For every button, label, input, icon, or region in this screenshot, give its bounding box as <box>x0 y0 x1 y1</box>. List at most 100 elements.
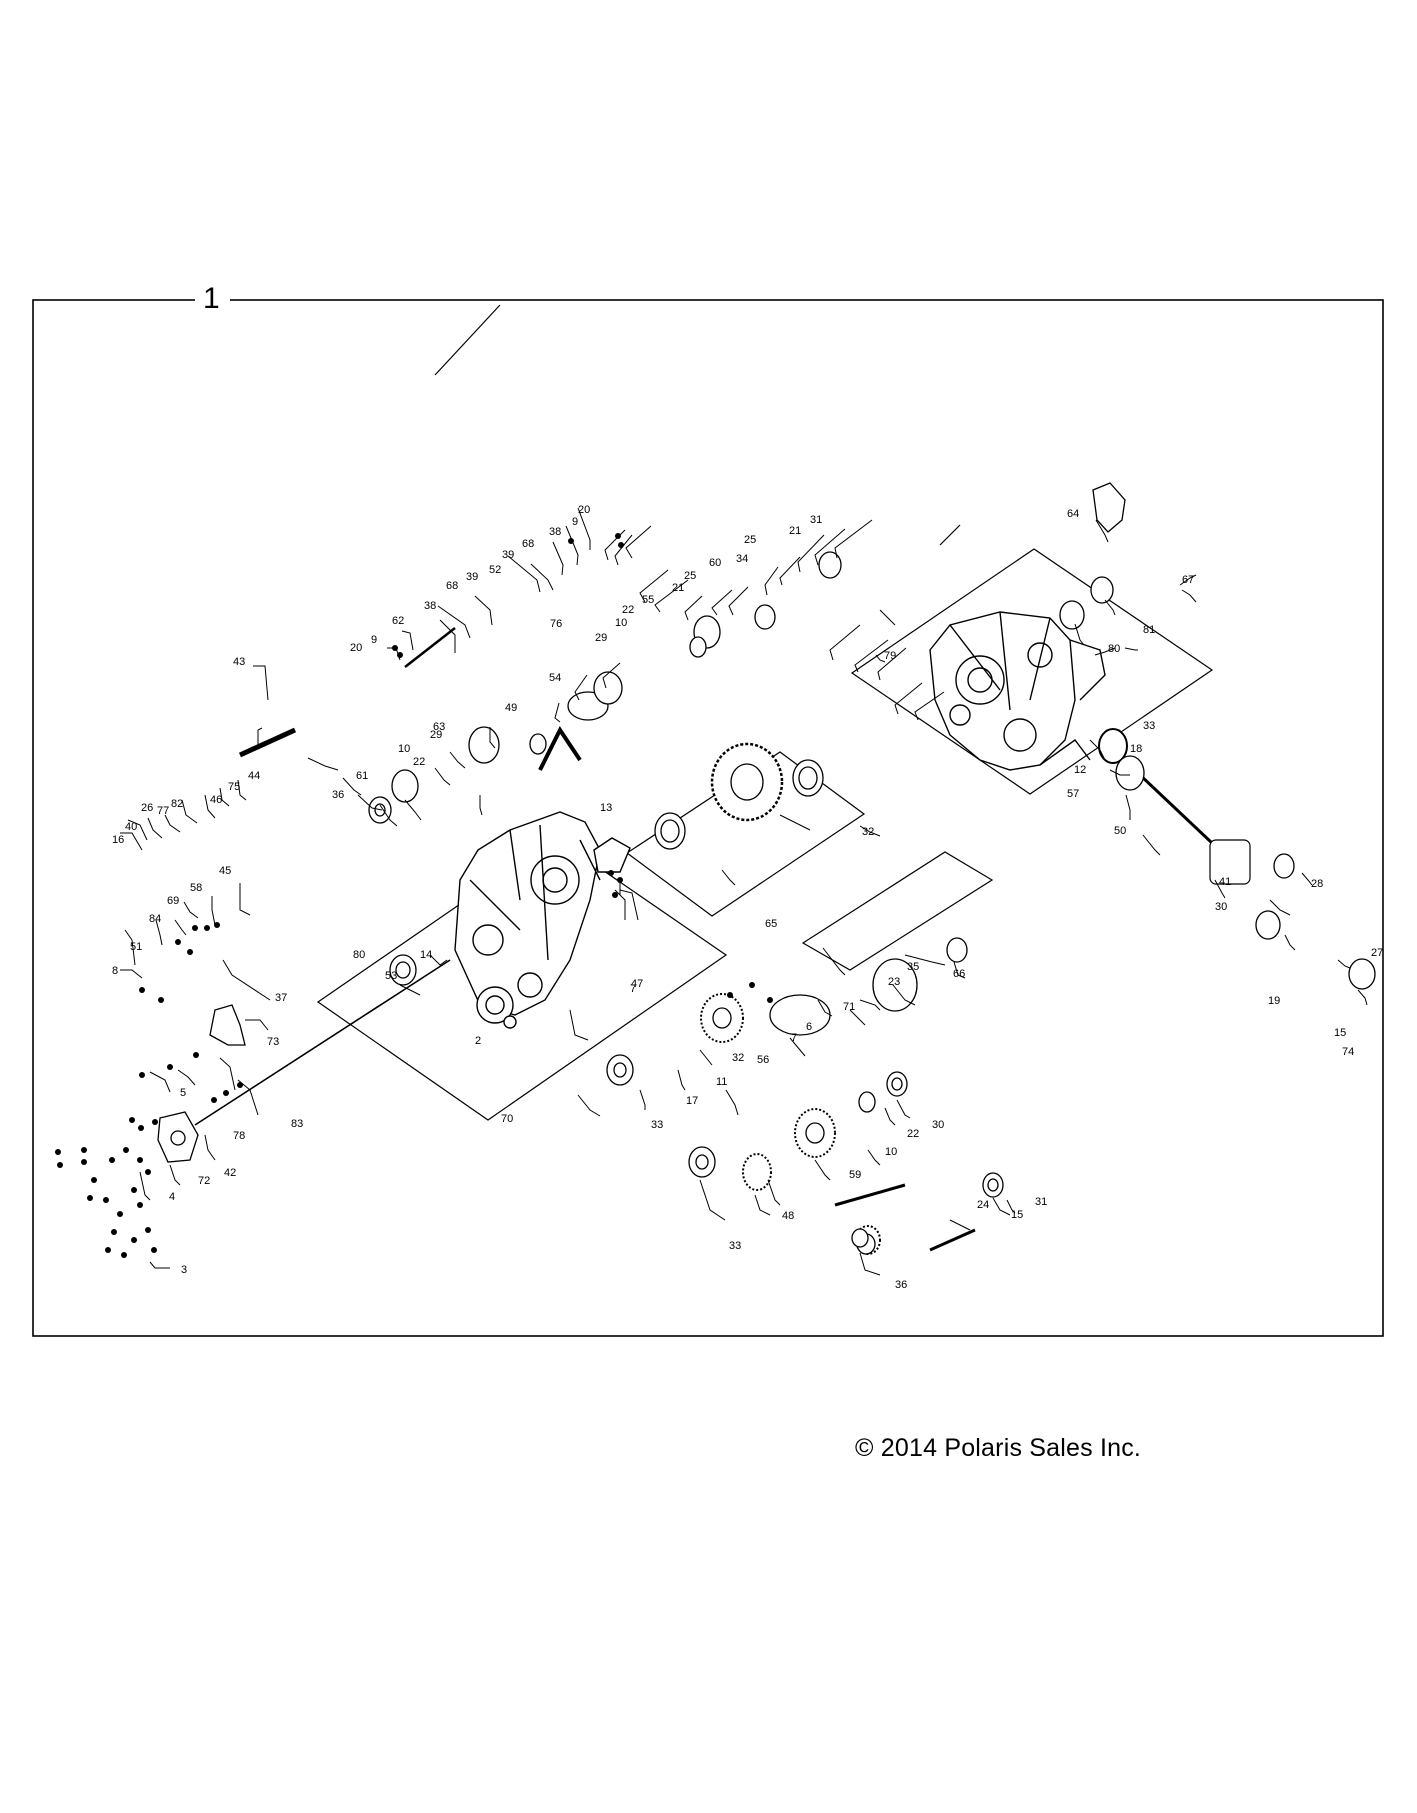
callout-75: 75 <box>228 781 240 793</box>
callout-53: 53 <box>385 970 397 982</box>
callout-31: 31 <box>810 514 822 526</box>
callout-5: 5 <box>180 1087 186 1099</box>
callout-80b: 80 <box>1108 643 1120 655</box>
callout-36b: 36 <box>895 1279 907 1291</box>
callout-38b: 38 <box>549 526 561 538</box>
callout-61: 61 <box>356 770 368 782</box>
callout-29: 29 <box>430 729 442 741</box>
callout-14: 14 <box>420 949 432 961</box>
callout-39: 39 <box>466 571 478 583</box>
callout-10c: 10 <box>885 1146 897 1158</box>
copyright-notice: © 2014 Polaris Sales Inc. <box>855 1434 1142 1462</box>
callout-21b: 21 <box>789 525 801 537</box>
callout-23: 23 <box>888 976 900 988</box>
callout-55: 55 <box>642 594 654 606</box>
callout-84: 84 <box>149 913 161 925</box>
callout-54: 54 <box>549 672 561 684</box>
callout-65: 65 <box>765 918 777 930</box>
callout-36: 36 <box>332 789 344 801</box>
callout-16: 16 <box>112 834 124 846</box>
callout-49: 49 <box>505 702 517 714</box>
callout-30: 30 <box>932 1119 944 1131</box>
callout-39b: 39 <box>502 549 514 561</box>
bracket-parts <box>157 482 1126 1163</box>
callout-43: 43 <box>233 656 245 668</box>
callout-13: 13 <box>600 802 612 814</box>
callout-68b: 68 <box>522 538 534 550</box>
group-box-66 <box>801 851 994 971</box>
callout-41: 41 <box>1219 876 1231 888</box>
callout-80: 80 <box>353 949 365 961</box>
callout-45: 45 <box>219 865 231 877</box>
callout-52: 52 <box>489 564 501 576</box>
callout-9b: 9 <box>572 516 578 528</box>
callout-42: 42 <box>224 1167 236 1179</box>
callout-25b: 25 <box>744 534 756 546</box>
callout-68: 68 <box>446 580 458 592</box>
callout-64: 64 <box>1067 508 1079 520</box>
gears-bearings <box>368 551 1376 1255</box>
callout-71: 71 <box>843 1001 855 1013</box>
callout-8: 8 <box>112 965 118 977</box>
callout-25: 25 <box>684 570 696 582</box>
callout-10b: 10 <box>615 617 627 629</box>
callout-83: 83 <box>291 1118 303 1130</box>
callout-10: 10 <box>398 743 410 755</box>
callout-21: 21 <box>672 582 684 594</box>
callout-32: 32 <box>732 1052 744 1064</box>
callout-17: 17 <box>686 1095 698 1107</box>
callout-35: 35 <box>907 961 919 973</box>
callout-50: 50 <box>1114 825 1126 837</box>
shafts <box>194 304 1251 1252</box>
callout-60: 60 <box>709 557 721 569</box>
callout-37: 37 <box>275 992 287 1004</box>
callout-70: 70 <box>501 1113 513 1125</box>
assembly-number: 1 <box>203 282 220 315</box>
callout-7: 7 <box>630 983 636 995</box>
callout-81: 81 <box>1143 624 1155 636</box>
callout-22c: 22 <box>907 1128 919 1140</box>
callout-4: 4 <box>169 1191 175 1203</box>
callout-77: 77 <box>157 805 169 817</box>
callout-44: 44 <box>248 770 260 782</box>
callout-11: 11 <box>716 1076 727 1088</box>
callout-69: 69 <box>167 895 179 907</box>
callout-72: 72 <box>198 1175 210 1187</box>
callout-58: 58 <box>190 882 202 894</box>
callout-38: 38 <box>424 600 436 612</box>
callout-2: 2 <box>475 1035 481 1047</box>
callout-57: 57 <box>1067 788 1079 800</box>
callout-46: 46 <box>210 794 222 806</box>
callout-22b: 22 <box>622 604 634 616</box>
callout-27: 27 <box>1371 947 1383 959</box>
callout-33c: 33 <box>1143 720 1155 732</box>
callout-labels: 2 3 4 5 6 7 7 8 9 9 10 10 10 11 12 13 14… <box>112 504 1383 1291</box>
callout-15: 15 <box>1011 1209 1023 1221</box>
callout-6: 6 <box>806 1021 812 1033</box>
callout-32b: 32 <box>862 826 874 838</box>
main-housing-left <box>454 811 631 1029</box>
callout-20b: 20 <box>578 504 590 516</box>
callout-34: 34 <box>736 553 748 565</box>
callout-51: 51 <box>130 941 142 953</box>
callout-48: 48 <box>782 1210 794 1222</box>
callout-82: 82 <box>171 798 183 810</box>
main-housing-right <box>929 611 1106 771</box>
callout-67: 67 <box>1182 574 1194 586</box>
callout-24: 24 <box>977 1199 989 1211</box>
callout-47: 47 <box>631 978 643 990</box>
callout-12: 12 <box>1074 764 1086 776</box>
callout-33b: 33 <box>729 1240 741 1252</box>
callout-3: 3 <box>181 1264 187 1276</box>
callout-26: 26 <box>141 802 153 814</box>
callout-22: 22 <box>413 756 425 768</box>
callout-63: 63 <box>433 721 445 733</box>
callout-73: 73 <box>267 1036 279 1048</box>
callout-40: 40 <box>125 821 137 833</box>
callout-78: 78 <box>233 1130 245 1142</box>
leader-lines <box>120 507 1368 1276</box>
callout-9: 9 <box>371 634 377 646</box>
callout-33: 33 <box>651 1119 663 1131</box>
callout-28: 28 <box>1311 878 1323 890</box>
